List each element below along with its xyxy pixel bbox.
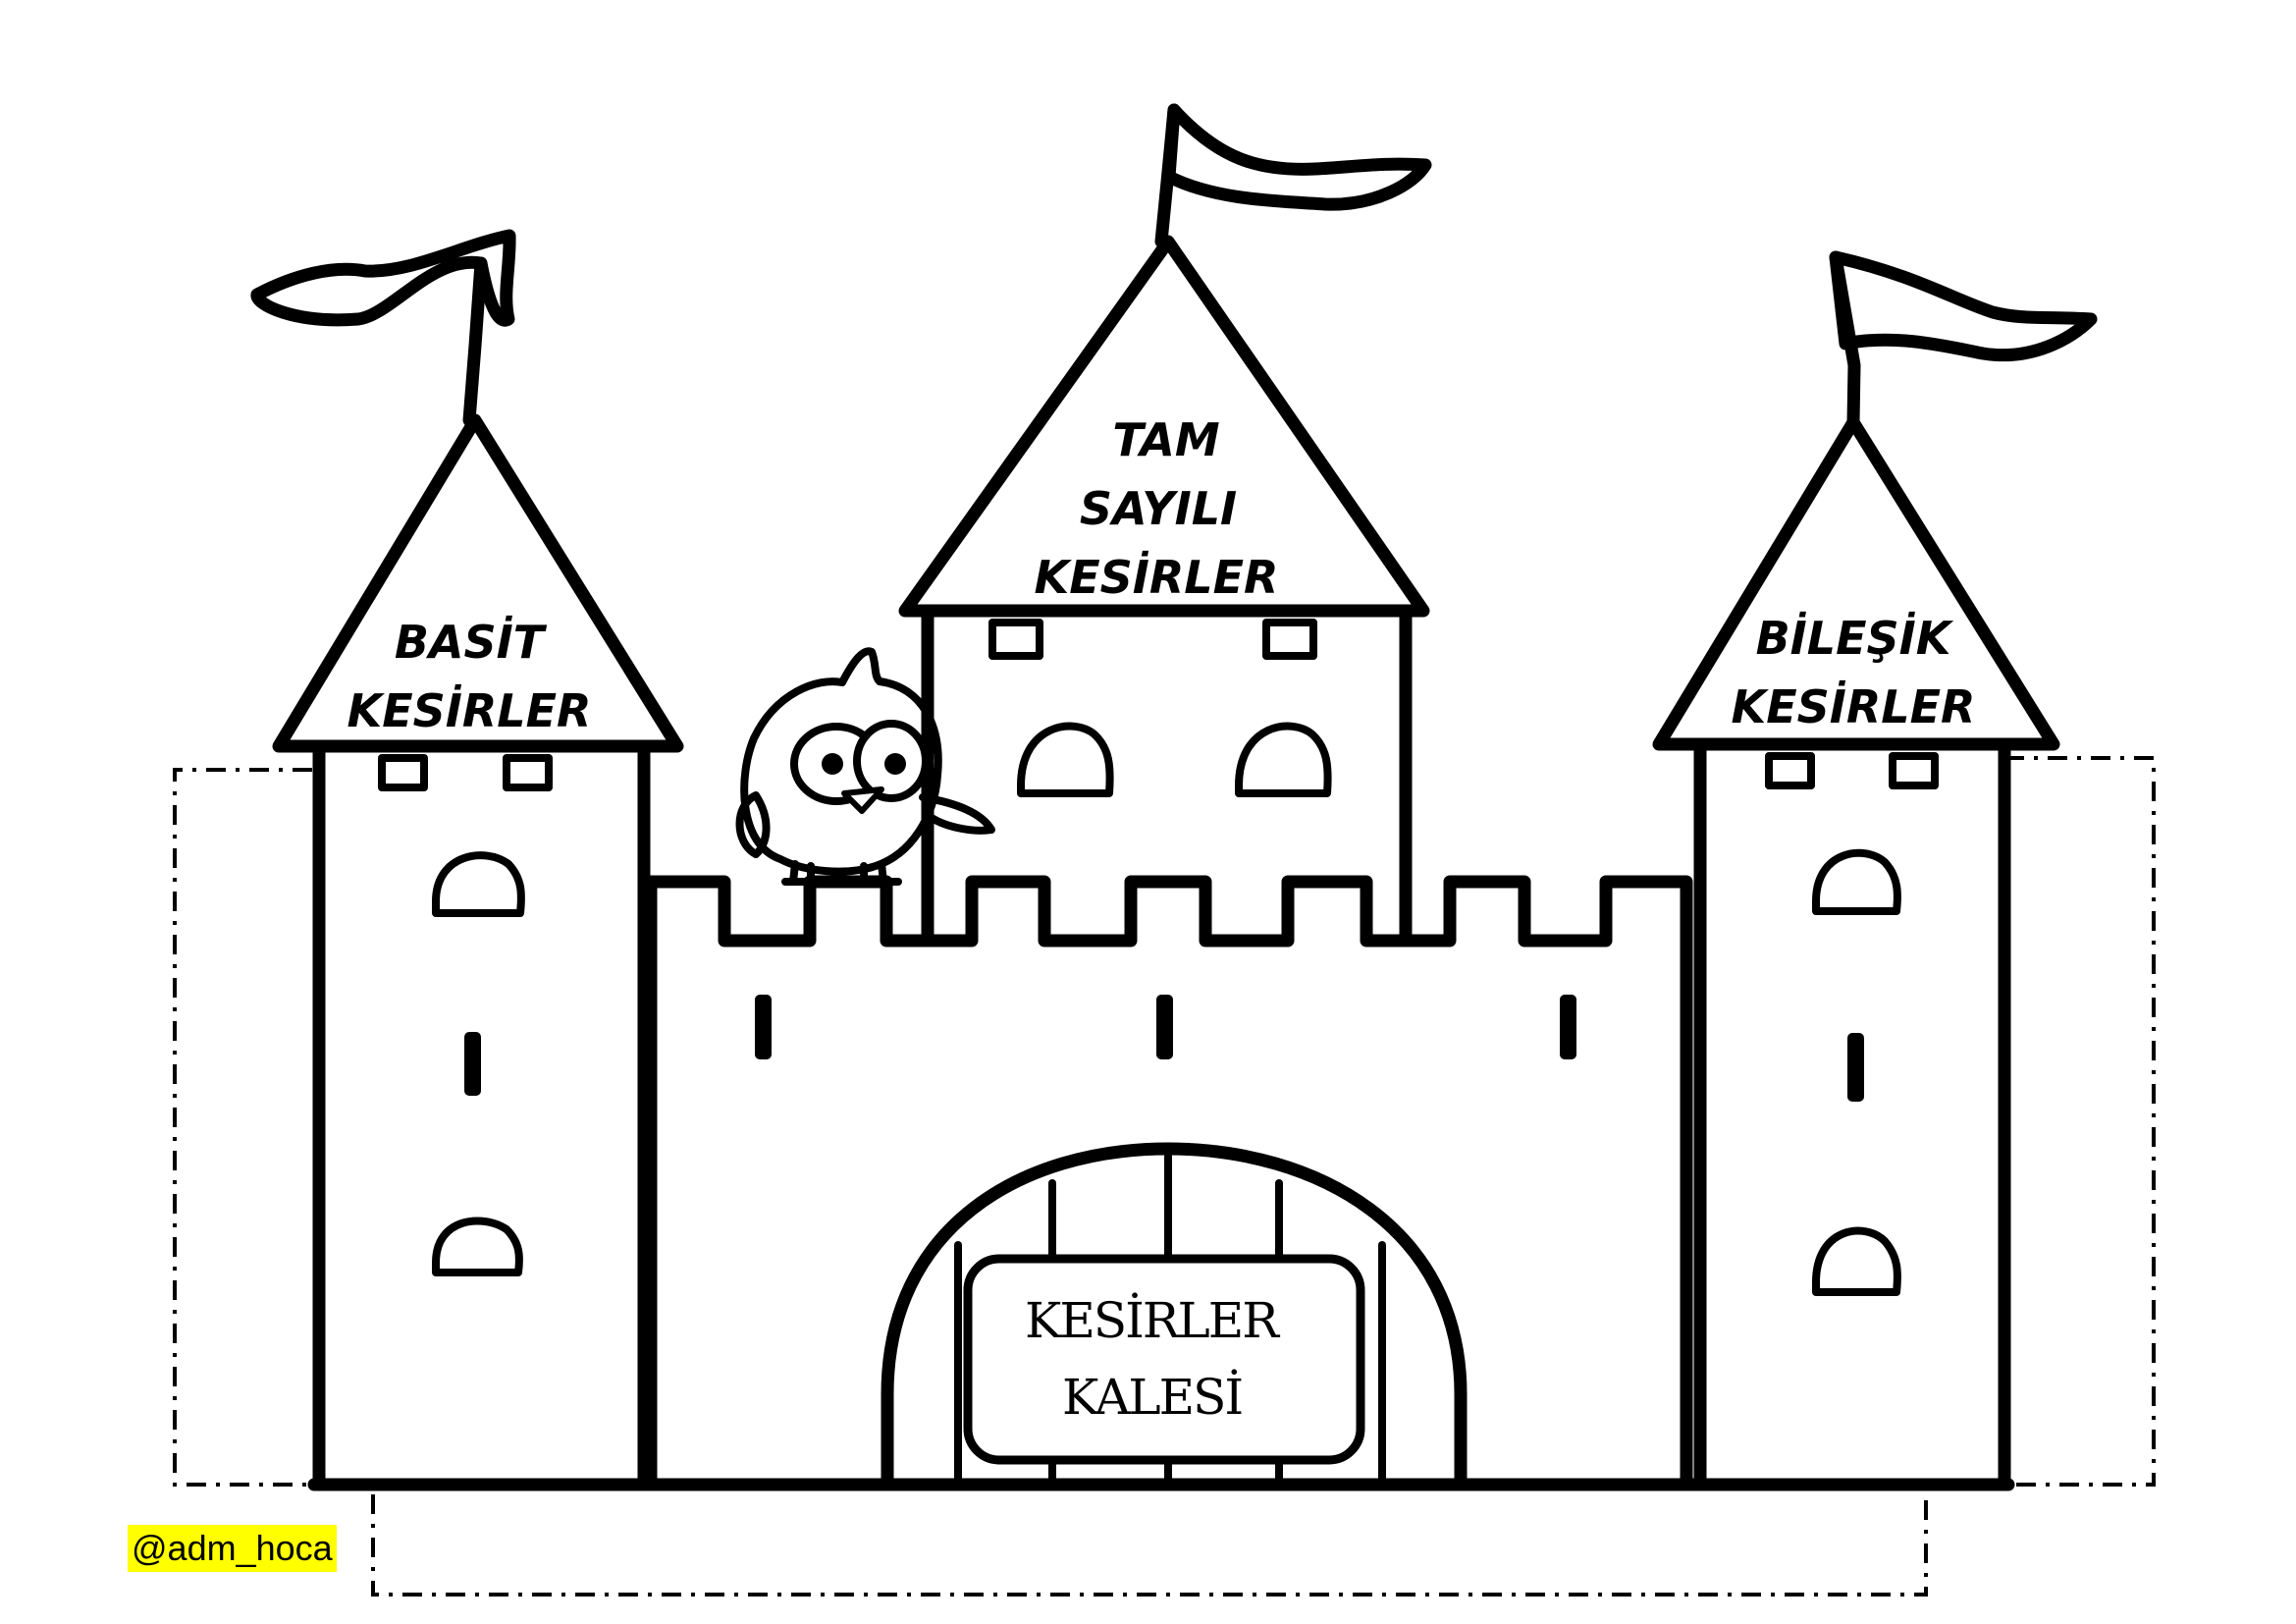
- center-roof-label-2: SAYILI: [1080, 482, 1237, 535]
- battlements: [644, 875, 1693, 1491]
- center-roof-label-3: KESİRLER: [1035, 551, 1279, 604]
- flag-icon: [1154, 103, 1432, 248]
- gate-sign-label-1: KESİRLER: [1025, 1291, 1280, 1349]
- center-roof: [898, 235, 1430, 618]
- gate-sign: KESİRLER KALESİ: [963, 1254, 1365, 1465]
- left-roof: [272, 413, 684, 753]
- right-roof-label-2: KESİRLER: [1732, 680, 1976, 733]
- left-roof-label-2: KESİRLER: [347, 684, 592, 737]
- owl-icon: [735, 647, 995, 886]
- left-roof-label-1: BASİT: [395, 616, 548, 669]
- gate-arch: [881, 1142, 1468, 1491]
- gate-sign-label-2: KALESİ: [1062, 1368, 1242, 1426]
- flag-icon: [1829, 250, 2098, 429]
- author-credit: @adm_hoca: [128, 1525, 337, 1572]
- left-tower: BASİT KESİRLER: [272, 413, 684, 1491]
- right-roof-label-1: BİLEŞİK: [1756, 612, 1954, 665]
- curtain-wall: [307, 875, 2015, 1491]
- flag-icon: [250, 229, 516, 427]
- center-roof-label-1: TAM: [1112, 413, 1219, 466]
- left-cut-tab: [173, 768, 312, 1487]
- cut-lines: [173, 756, 2156, 1597]
- right-roof: [1652, 415, 2060, 751]
- center-tower-body: [921, 604, 1413, 947]
- right-cut-tab: [2004, 756, 2156, 1487]
- center-tower: TAM SAYILI KESİRLER: [898, 235, 1430, 947]
- right-tower: BİLEŞİK KESİRLER: [1652, 415, 2060, 1491]
- bottom-cut-tab: [371, 1494, 1928, 1597]
